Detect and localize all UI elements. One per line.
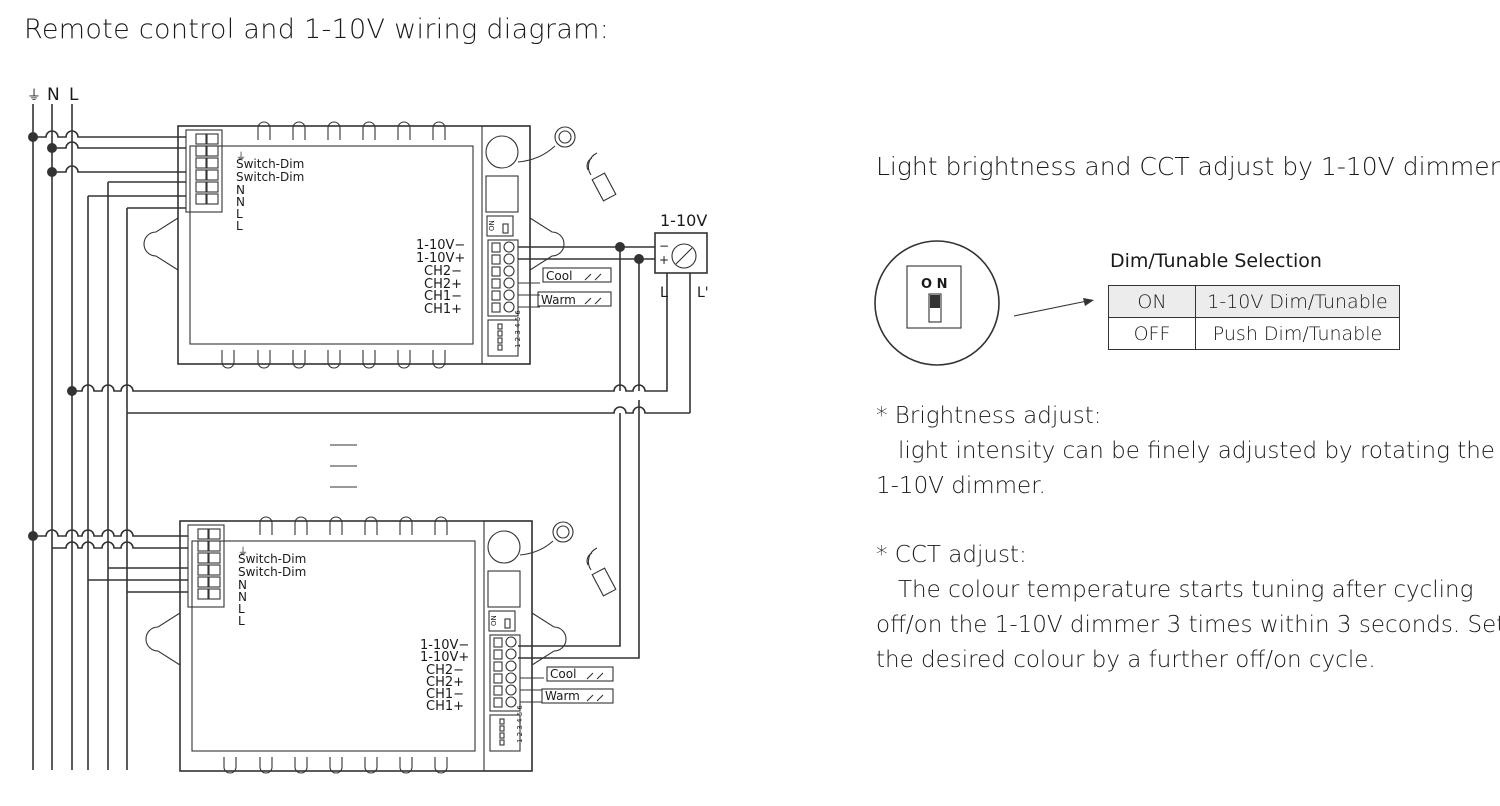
- terminal-label: ⏚: [236, 151, 246, 163]
- terminal-label: 1-10V+: [420, 650, 469, 665]
- live-label: L: [69, 85, 79, 105]
- wiring-diagram: ⏚ N L: [27, 85, 709, 774]
- dimmer-wiring: [518, 242, 691, 659]
- svg-text:ON: ON: [488, 220, 496, 231]
- svg-text:L: L: [660, 285, 668, 301]
- table-cell-position: OFF: [1108, 317, 1196, 350]
- feeds-controller-2: [28, 529, 188, 593]
- cct-title: * CCT adjust:: [876, 542, 1027, 568]
- terminal-label: CH1−: [426, 687, 464, 702]
- outputs: [518, 267, 612, 308]
- terminal-label: N: [236, 183, 245, 197]
- terminal-label: Switch-Dim: [238, 565, 306, 579]
- output-terminal-block: [487, 239, 519, 317]
- neutral-label: N: [47, 85, 60, 105]
- terminal-label: N: [238, 590, 247, 604]
- cct-text: off/on the 1-10V dimmer 3 times within 3…: [876, 612, 1500, 638]
- led-controller-1: ⏚ Switch-Dim Switch-Dim N N L L ON 1-10V…: [143, 121, 617, 369]
- selection-table: ON 1-10V Dim/Tunable OFF Push Dim/Tunabl…: [1108, 285, 1400, 350]
- terminal-label: 1-10V+: [416, 251, 465, 266]
- svg-text:+: +: [659, 253, 669, 267]
- terminal-label: CH2−: [426, 663, 464, 678]
- svg-text:1 2 3 4 5 6: 1 2 3 4 5 6: [514, 310, 522, 348]
- feeds-controller-1: [28, 130, 186, 209]
- table-cell-mode: Push Dim/Tunable: [1195, 317, 1400, 350]
- switch-detail-callout: O N: [874, 240, 1094, 366]
- terminal-label: CH2+: [424, 277, 462, 292]
- input-terminal-block: [185, 129, 223, 213]
- terminal-label: ⏚: [238, 546, 248, 558]
- brightness-title: * Brightness adjust:: [876, 403, 1102, 429]
- mains-labels: ⏚ N L: [27, 85, 79, 105]
- terminal-label: CH2+: [426, 675, 464, 690]
- svg-text:1 2 3 4 5 6: 1 2 3 4 5 6: [516, 705, 524, 743]
- output-cool-label: Cool: [546, 269, 572, 283]
- terminal-label: Switch-Dim: [236, 170, 304, 184]
- table-row: ON 1-10V Dim/Tunable: [1108, 285, 1400, 318]
- terminal-label: CH2−: [424, 264, 462, 279]
- page-title: Remote control and 1-10V wiring diagram:: [24, 14, 610, 45]
- output-cool-label: Cool: [550, 667, 576, 681]
- table-cell-mode: 1-10V Dim/Tunable: [1195, 285, 1400, 318]
- svg-text:L': L': [697, 285, 709, 301]
- svg-text:ON: ON: [490, 615, 498, 626]
- mode-switch: [488, 610, 516, 632]
- cct-note: * CCT adjust: The colour temperature sta…: [876, 538, 1500, 678]
- table-cell-position: ON: [1108, 285, 1196, 318]
- dimmer-1-10v: 1-10V − + L L': [654, 211, 709, 301]
- svg-text:−: −: [659, 239, 669, 253]
- terminal-label: L: [238, 614, 245, 628]
- terminal-label: 1-10V−: [420, 638, 469, 653]
- remote-control-icon: [519, 521, 617, 597]
- output-warm-label: Warm: [541, 293, 576, 307]
- earth-symbol: ⏚: [27, 88, 41, 104]
- bus-lines: [67, 384, 690, 488]
- terminal-label: N: [238, 578, 247, 592]
- mounting-tabs: [143, 121, 565, 369]
- terminal-label: Switch-Dim: [236, 157, 304, 171]
- rf-receiver-button: [487, 530, 521, 564]
- terminal-label: CH1+: [424, 302, 462, 317]
- terminal-label: CH1−: [424, 289, 462, 304]
- switch-on-label: O N: [921, 277, 947, 292]
- terminal-label: 1-10V−: [416, 238, 465, 253]
- terminal-label: Switch-Dim: [238, 552, 306, 566]
- rf-receiver-button: [485, 135, 519, 169]
- selection-table-caption: Dim/Tunable Selection: [1110, 250, 1322, 272]
- terminal-label: CH1+: [426, 699, 464, 714]
- brightness-text: 1-10V dimmer.: [876, 473, 1046, 499]
- led-controller-2: ⏚ Switch-Dim Switch-Dim N N L L ON 1-10V…: [145, 516, 617, 774]
- terminal-label: L: [236, 207, 243, 221]
- dip-switch: [487, 319, 519, 357]
- output-warm-label: Warm: [545, 689, 580, 703]
- right-heading: Light brightness and CCT adjust by 1-10V…: [876, 152, 1500, 181]
- terminal-label: L: [236, 219, 243, 233]
- mode-switch: [486, 215, 514, 237]
- cct-text: the desired colour by a further off/on c…: [876, 647, 1376, 673]
- brightness-text: light intensity can be finely adjusted b…: [898, 438, 1495, 464]
- remote-control-icon: [517, 126, 617, 202]
- terminal-label: N: [236, 195, 245, 209]
- table-row: OFF Push Dim/Tunable: [1108, 317, 1400, 350]
- cct-text: The colour temperature starts tuning aft…: [898, 577, 1474, 603]
- terminal-label: L: [238, 602, 245, 616]
- dimmer-title: 1-10V: [660, 211, 707, 230]
- supply-rails: [32, 104, 128, 770]
- brightness-note: * Brightness adjust: light intensity can…: [876, 399, 1495, 504]
